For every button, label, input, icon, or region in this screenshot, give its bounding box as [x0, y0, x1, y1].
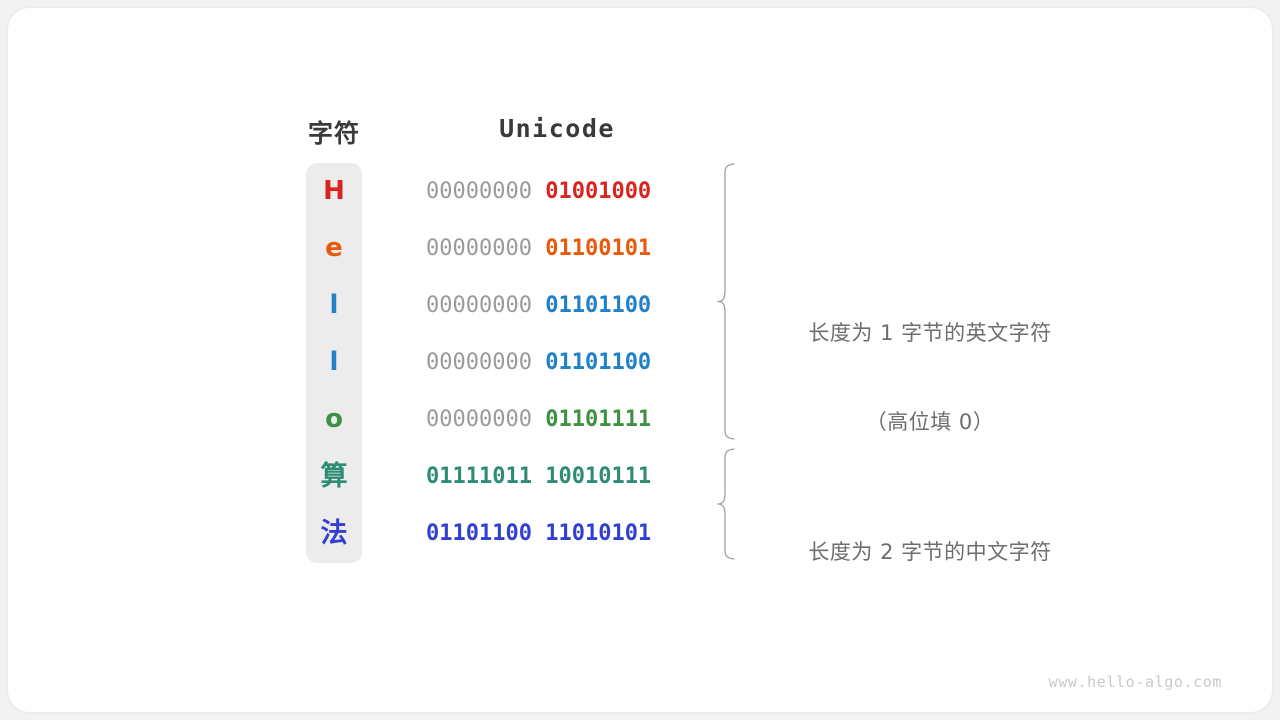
- annotation-group-one-sub: （高位填 0）: [865, 410, 995, 434]
- character-cell: 法: [320, 518, 348, 549]
- brace-group-one: [716, 163, 738, 440]
- unicode-binary-row: 01111011 10010111: [426, 448, 694, 505]
- annotation-group-two: 长度为 2 字节的中文字符: [785, 488, 1075, 614]
- unicode-high-byte: 01101100: [426, 521, 532, 546]
- unicode-binary-row: 00000000 01100101: [426, 220, 694, 277]
- character-cell: l: [329, 290, 339, 320]
- brace-group-two: [716, 448, 738, 560]
- unicode-high-byte: 00000000: [426, 350, 532, 375]
- unicode-high-byte: 00000000: [426, 407, 532, 432]
- unicode-binary-row: 00000000 01101111: [426, 391, 694, 448]
- unicode-low-byte: 10010111: [545, 464, 652, 489]
- character-cell: 算: [320, 461, 348, 492]
- unicode-binary-row: 00000000 01001000: [426, 163, 694, 220]
- unicode-low-byte: 01101100: [545, 293, 652, 318]
- annotation-group-one: 长度为 1 字节的英文字符 （高位填 0）: [785, 269, 1075, 484]
- column-header-character: 字符: [307, 119, 360, 148]
- character-column-panel: [306, 163, 362, 563]
- diagram-card: [8, 8, 1272, 712]
- unicode-low-byte: 01001000: [545, 179, 652, 204]
- unicode-low-byte: 01101100: [545, 350, 652, 375]
- unicode-high-byte: 00000000: [426, 236, 532, 261]
- annotation-group-one-main: 长度为 1 字节的英文字符: [808, 321, 1052, 345]
- column-header-unicode: Unicode: [499, 114, 615, 143]
- character-cell: H: [323, 176, 345, 206]
- unicode-low-byte: 01101111: [545, 407, 652, 432]
- unicode-high-byte: 00000000: [426, 179, 532, 204]
- unicode-binary-row: 01101100 11010101: [426, 505, 694, 562]
- character-cell: e: [325, 233, 343, 263]
- unicode-high-byte: 00000000: [426, 293, 532, 318]
- annotation-group-two-main: 长度为 2 字节的中文字符: [808, 540, 1052, 564]
- character-cell: o: [325, 404, 343, 434]
- unicode-low-byte: 11010101: [545, 521, 652, 546]
- unicode-binary-row: 00000000 01101100: [426, 277, 694, 334]
- character-cell: l: [329, 347, 339, 377]
- unicode-high-byte: 01111011: [426, 464, 532, 489]
- unicode-binary-row: 00000000 01101100: [426, 334, 694, 391]
- unicode-low-byte: 01100101: [545, 236, 652, 261]
- watermark-url: www.hello-algo.com: [1048, 673, 1222, 691]
